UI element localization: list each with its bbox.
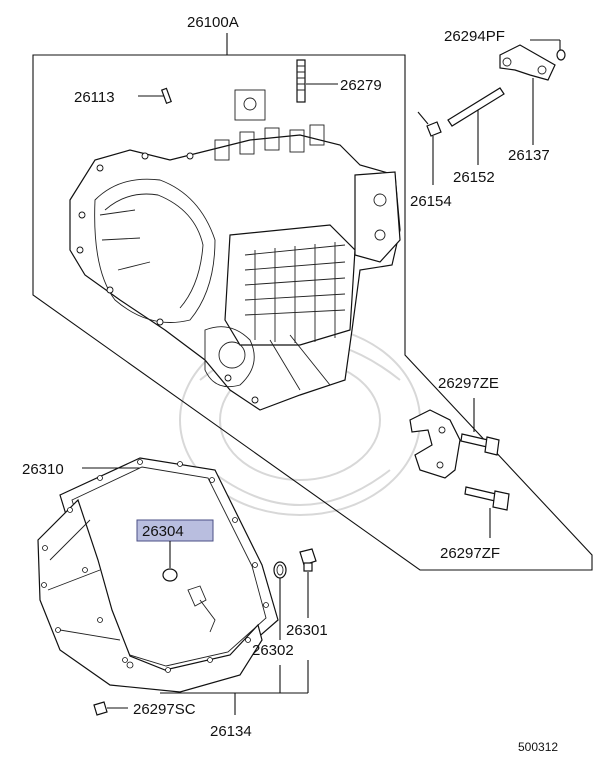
- label-26297SC[interactable]: 26297SC: [133, 701, 196, 718]
- highlight-26304: [136, 519, 214, 542]
- label-26302[interactable]: 26302: [252, 642, 294, 659]
- label-26297ZF[interactable]: 26297ZF: [440, 545, 500, 562]
- label-26304[interactable]: 26304: [142, 523, 184, 540]
- stud-26279[interactable]: [296, 59, 338, 103]
- rod-26152[interactable]: [447, 87, 505, 165]
- label-26137[interactable]: 26137: [508, 147, 550, 164]
- drain-plug-26301[interactable]: [299, 548, 317, 618]
- bolt-26154[interactable]: [417, 111, 442, 185]
- oil-pan-26310[interactable]: [37, 457, 279, 693]
- transmission-case-26100A[interactable]: [69, 89, 401, 411]
- label-26100A[interactable]: 26100A: [187, 14, 239, 31]
- group-bracket-26134: [160, 660, 309, 715]
- label-26279[interactable]: 26279: [340, 77, 382, 94]
- bracket-26294PF[interactable]: [499, 39, 566, 81]
- label-26134[interactable]: 26134: [210, 723, 252, 740]
- bolt-26297ZE[interactable]: [460, 398, 500, 456]
- group-frame-case: [32, 54, 593, 571]
- bracket-26297ZE[interactable]: [409, 409, 461, 479]
- bolt-26297ZF[interactable]: [464, 486, 510, 538]
- bolt-26297SC[interactable]: [93, 701, 128, 716]
- label-26301[interactable]: 26301: [286, 622, 328, 639]
- gasket-26302[interactable]: [273, 561, 287, 640]
- pin-26113[interactable]: [138, 87, 172, 105]
- label-26297ZE[interactable]: 26297ZE: [438, 375, 499, 392]
- label-26294PF[interactable]: 26294PF: [444, 28, 505, 45]
- label-26152[interactable]: 26152: [453, 169, 495, 186]
- diagram-code: 500312: [518, 740, 558, 754]
- magnet-26304[interactable]: [162, 568, 178, 582]
- label-26310[interactable]: 26310: [22, 461, 64, 478]
- label-26154[interactable]: 26154: [410, 193, 452, 210]
- label-26113[interactable]: 26113: [74, 89, 115, 106]
